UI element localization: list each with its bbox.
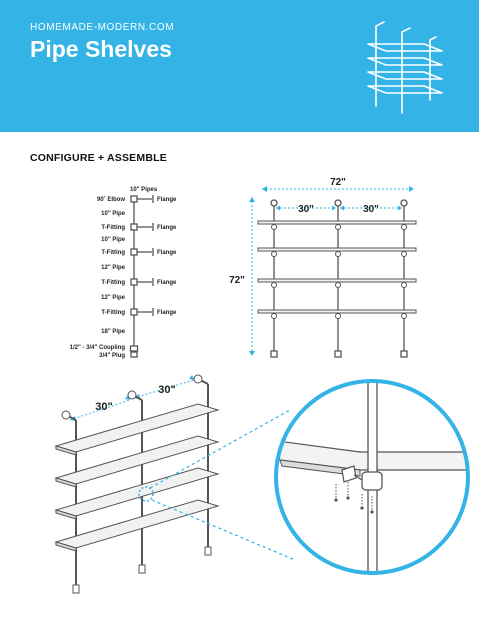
dim-span-right: 30" [363,204,379,215]
label-coupling: 1/2" - 3/4" Coupling [70,345,126,351]
label-pipe-12a: 12" Pipe [101,265,126,271]
label-pipe-12b: 12" Pipe [101,295,126,301]
label-elbow: 90˚ Elbow [97,196,125,203]
label-tfitting-1: T-Fitting [101,225,125,231]
zoom-target [138,486,154,502]
label-top-pipes: 10" Pipes [130,187,158,193]
label-tfitting-3: T-Fitting [101,280,125,286]
page-title: Pipe Shelves [30,36,172,62]
label-flange-3: Flange [157,250,177,256]
label-tfitting-2: T-Fitting [101,250,125,256]
dim-width-72: 72" [330,177,346,188]
label-pipe-10b: 10" Pipe [101,237,126,243]
label-flange-2: Flange [157,225,177,231]
site-name[interactable]: HOMEMADE-MODERN.COM [30,22,175,33]
iso-dim-left: 30" [95,401,112,413]
dim-height-72: 72" [229,275,245,286]
label-flange-1: Flange [157,197,177,203]
label-plug: 3/4" Plug [99,353,125,359]
dim-span-left: 30" [298,204,314,215]
section-title: CONFIGURE + ASSEMBLE [30,152,167,164]
label-pipe-18: 18" Pipe [101,329,126,335]
iso-dim-right: 30" [158,384,175,396]
label-flange-5: Flange [157,310,177,316]
shelf-logo-icon [367,21,443,114]
label-tfitting-4: T-Fitting [101,310,125,316]
header-banner: HOMEMADE-MODERN.COM Pipe Shelves [0,0,479,132]
label-flange-4: Flange [157,280,177,286]
label-pipe-10a: 10" Pipe [101,211,126,217]
